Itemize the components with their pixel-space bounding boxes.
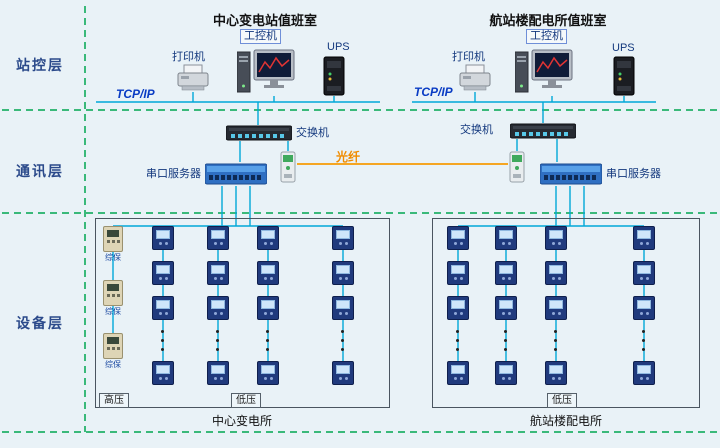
serial-server-label-right: 串口服务器: [606, 168, 661, 180]
switch-label-right: 交换机: [460, 124, 493, 136]
power-meter: [447, 261, 469, 285]
power-meter: [495, 261, 517, 285]
ups-icon: [612, 56, 636, 101]
power-meter: [332, 261, 354, 285]
power-meter: [207, 226, 229, 250]
industrial-pc-icon: [514, 48, 573, 101]
printer-icon: [458, 64, 492, 97]
serial-server-icon: [539, 162, 603, 191]
ellipsis-dots: [504, 330, 507, 351]
serial-server-label-left: 串口服务器: [146, 168, 201, 180]
power-meter: [447, 361, 469, 385]
protection-relay: [103, 333, 123, 359]
protection-relay-label: 综保: [105, 253, 121, 262]
power-meter: [332, 361, 354, 385]
printer-label-right: 打印机: [452, 51, 485, 63]
lv-tag-right: 低压: [547, 393, 577, 408]
room-title-left: 中心变电站值班室: [212, 13, 317, 28]
panel-caption-right: 航站楼配电所: [529, 414, 602, 428]
power-meter: [447, 226, 469, 250]
power-meter: [257, 296, 279, 320]
hv-tag-left: 高压: [99, 393, 129, 408]
ellipsis-dots: [456, 330, 459, 351]
industrial-pc-icon: [236, 48, 295, 101]
power-meter: [495, 296, 517, 320]
fiber-label: 光纤: [336, 150, 361, 164]
protection-relay-label: 综保: [105, 360, 121, 369]
layer-label-communication: 通讯层: [16, 163, 64, 179]
power-meter: [152, 261, 174, 285]
network-switch-icon: [225, 125, 293, 146]
ups-icon: [322, 56, 346, 101]
power-meter: [332, 296, 354, 320]
room-title-right: 航站楼配电所值班室: [489, 13, 607, 28]
printer-label-left: 打印机: [172, 51, 205, 63]
protection-relay: [103, 226, 123, 252]
fiber-converter-icon: [279, 151, 297, 188]
power-meter: [633, 261, 655, 285]
ellipsis-dots: [216, 330, 219, 351]
layer-label-station-control: 站控层: [16, 57, 64, 73]
power-meter: [257, 261, 279, 285]
power-meter: [495, 361, 517, 385]
power-meter: [152, 361, 174, 385]
ellipsis-dots: [554, 330, 557, 351]
power-meter: [633, 361, 655, 385]
power-meter: [633, 296, 655, 320]
power-meter: [257, 226, 279, 250]
tcpip-label-left: TCP/IP: [116, 87, 155, 101]
protection-relay: [103, 280, 123, 306]
power-meter: [545, 261, 567, 285]
layer-label-device: 设备层: [16, 315, 64, 331]
power-meter: [207, 261, 229, 285]
power-meter: [332, 226, 354, 250]
fiber-converter-icon: [508, 151, 526, 188]
serial-server-icon: [204, 162, 268, 191]
power-meter: [152, 226, 174, 250]
ellipsis-dots: [341, 330, 344, 351]
printer-icon: [176, 64, 210, 97]
power-meter: [207, 361, 229, 385]
protection-relay-label: 综保: [105, 307, 121, 316]
pc-label-right: 工控机: [526, 29, 567, 44]
ellipsis-dots: [266, 330, 269, 351]
ups-label-right: UPS: [612, 42, 635, 54]
power-meter: [633, 226, 655, 250]
switch-label-left: 交换机: [296, 127, 329, 139]
power-meter: [207, 296, 229, 320]
ellipsis-dots: [642, 330, 645, 351]
panel-caption-left: 中心变电所: [211, 414, 272, 428]
power-meter: [495, 226, 517, 250]
power-meter: [545, 226, 567, 250]
pc-label-left: 工控机: [240, 29, 281, 44]
network-switch-icon: [509, 123, 577, 144]
power-meter: [545, 296, 567, 320]
power-meter: [545, 361, 567, 385]
tcpip-label-right: TCP/IP: [414, 85, 453, 99]
lv-tag-left: 低压: [231, 393, 261, 408]
power-meter: [152, 296, 174, 320]
ellipsis-dots: [161, 330, 164, 351]
power-meter: [447, 296, 469, 320]
power-meter: [257, 361, 279, 385]
ups-label-left: UPS: [327, 41, 350, 53]
